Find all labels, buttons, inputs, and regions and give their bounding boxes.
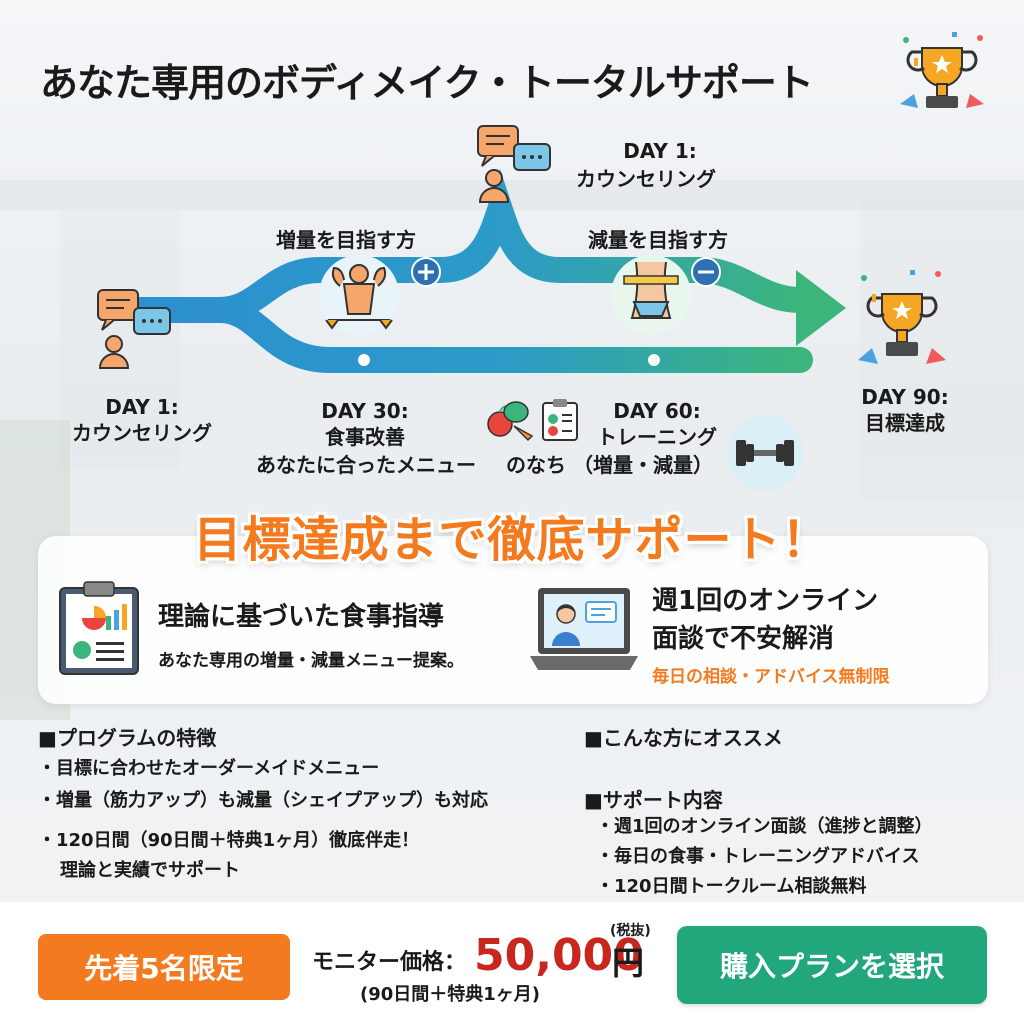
period-label: (90日間＋特典1ヶ月) xyxy=(360,984,541,1005)
diet-title: 理論に基づいた食事指導 xyxy=(158,602,445,632)
online-title-2: 面談で不安解消 xyxy=(652,624,835,654)
trophy-icon xyxy=(900,32,984,108)
page-title: あなた専用のボディメイク・トータルサポート xyxy=(40,61,814,105)
day30-label: DAY 30: xyxy=(321,399,409,423)
counseling-icon xyxy=(477,125,551,203)
day30-desc: 食事改善 xyxy=(325,425,405,449)
plus-icon xyxy=(411,257,441,287)
day30-menu: あなたに合ったメニュー xyxy=(256,453,476,477)
day60-desc: トレーニング xyxy=(597,425,717,449)
diet-sub: あなた専用の増量・減量メニュー提案。 xyxy=(158,651,464,671)
day1-desc: カウンセリング xyxy=(72,421,212,445)
program-item: 理論と実績でサポート xyxy=(60,860,240,881)
online-title-1: 週1回のオンライン xyxy=(652,586,879,616)
diet-chart-icon xyxy=(59,581,139,675)
program-heading: ■プログラムの特徴 xyxy=(38,726,217,750)
day60-type: （増量・減量） xyxy=(573,453,713,477)
support-heading: ■サポート内容 xyxy=(584,788,723,812)
limited-badge: 先着5名限定 xyxy=(38,934,290,1000)
recommend-heading: ■こんな方にオススメ xyxy=(584,726,783,750)
dumbbell-icon xyxy=(727,415,803,491)
tax-label: (税抜) xyxy=(610,923,651,939)
support-item: ・120日間トークルーム相談無料 xyxy=(596,876,867,897)
day1-label: DAY 1: xyxy=(105,395,179,419)
clipboard-icon xyxy=(542,399,578,441)
program-item: ・目標に合わせたオーダーメイドメニュー xyxy=(38,758,380,779)
online-meeting-icon xyxy=(530,588,638,670)
program-item: ・120日間（90日間＋特典1ヶ月）徹底伴走！ xyxy=(38,830,420,851)
buy-plan-button[interactable]: 購入プランを選択 xyxy=(677,926,987,1004)
top-day-label: DAY 1: xyxy=(623,139,697,163)
day60-label: DAY 60: xyxy=(613,399,701,423)
online-sub: 毎日の相談・アドバイス無制限 xyxy=(652,667,890,687)
top-counseling-label: カウンセリング xyxy=(576,167,716,191)
trophy-goal-icon xyxy=(858,270,946,364)
headline: 目標達成まで徹底サポート！ xyxy=(193,512,831,568)
gain-label: 増量を目指す方 xyxy=(276,228,416,252)
loss-label: 減量を目指す方 xyxy=(588,228,728,252)
food-icon xyxy=(487,401,534,442)
muscle-icon xyxy=(319,255,399,335)
counseling-icon-day1 xyxy=(97,289,171,369)
support-item: ・週1回のオンライン面談（進捗と調整） xyxy=(596,816,933,837)
day90-desc: 目標達成 xyxy=(865,411,945,435)
day90-label: DAY 90: xyxy=(861,385,949,409)
journey-path xyxy=(127,168,846,373)
price-label: モニター価格： xyxy=(312,950,467,975)
support-item: ・毎日の食事・トレーニングアドバイス xyxy=(596,846,920,867)
price-value: 50,000 xyxy=(474,930,644,981)
price-yen: 円 xyxy=(612,944,645,982)
feature-card xyxy=(38,536,988,704)
waist-icon xyxy=(611,255,691,335)
nochi-label: のなち xyxy=(506,453,566,477)
program-item: ・増量（筋力アップ）も減量（シェイプアップ）も対応 xyxy=(38,790,488,811)
minus-icon xyxy=(691,257,721,287)
